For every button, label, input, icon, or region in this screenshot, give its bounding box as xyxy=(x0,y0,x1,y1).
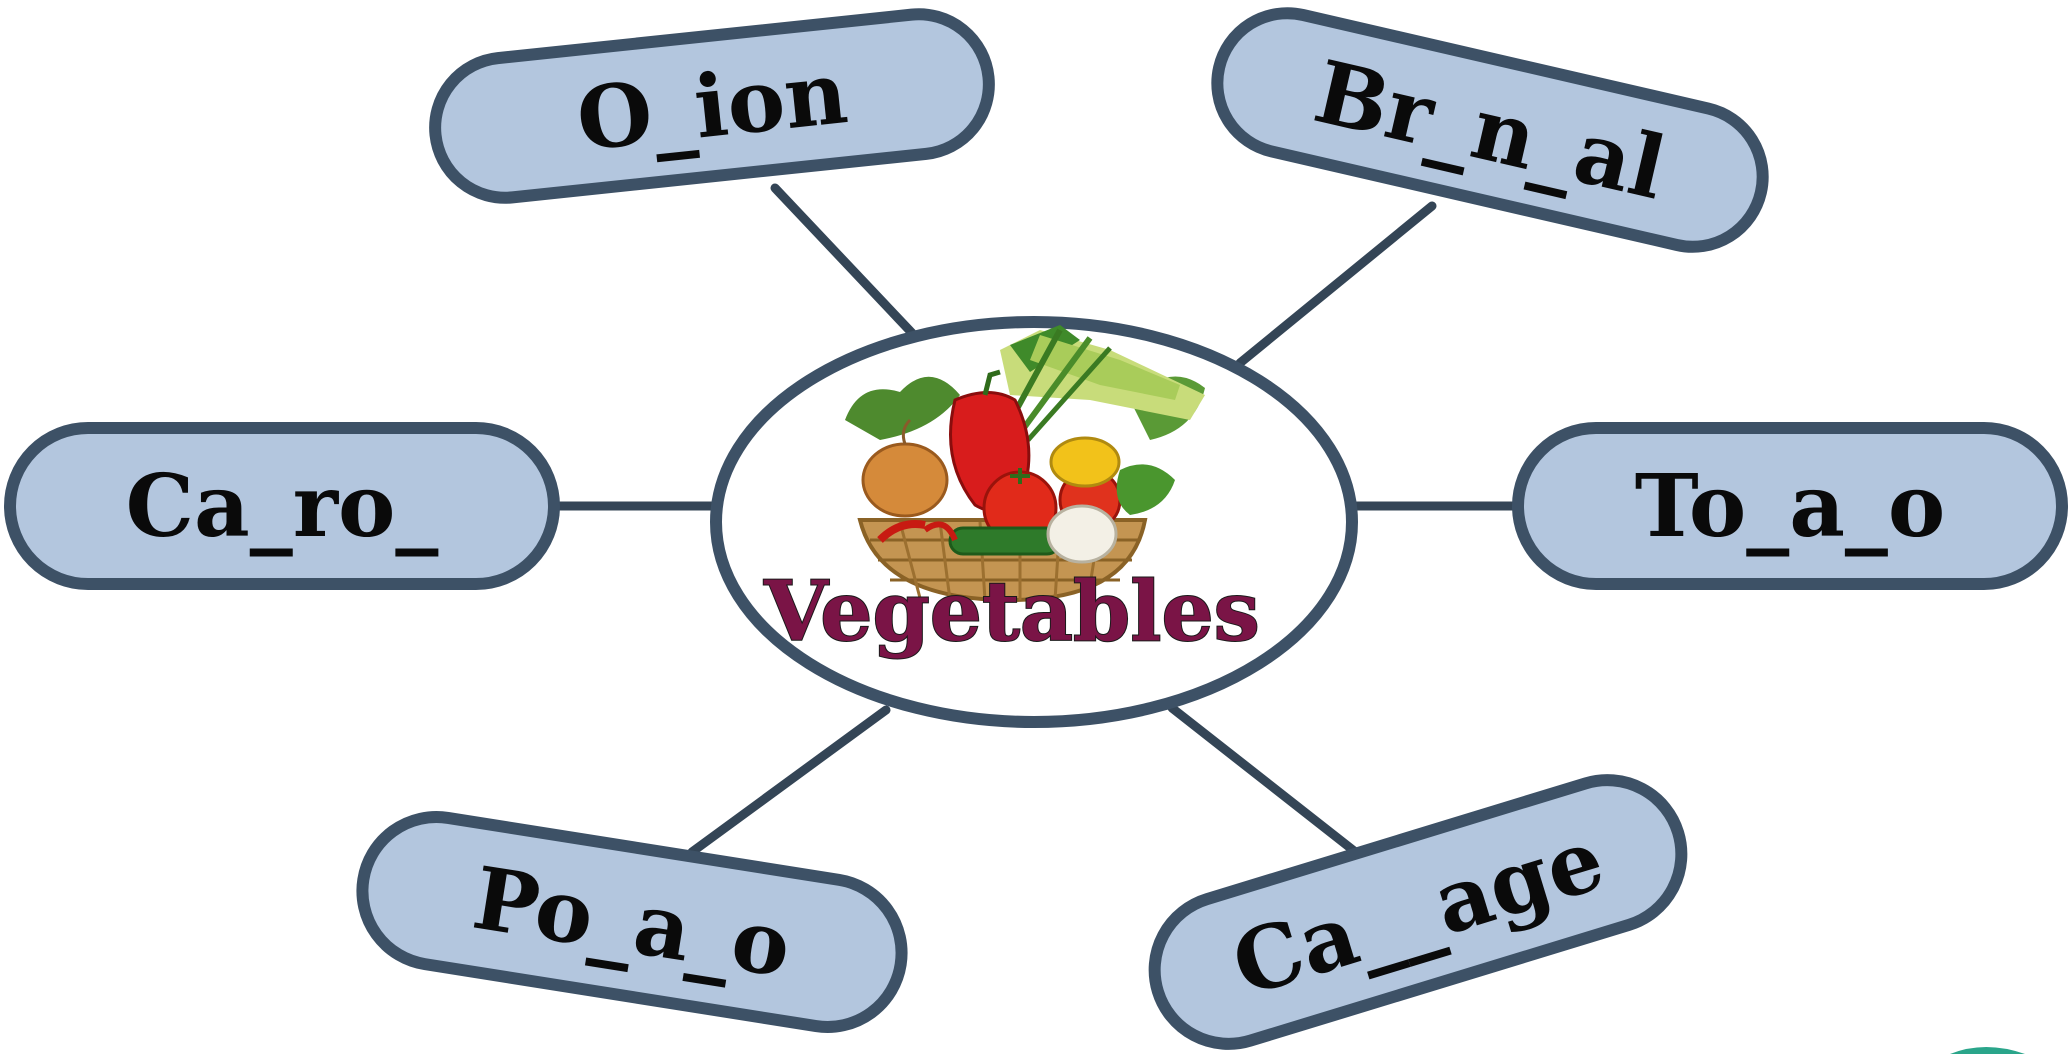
center-label: Vegetables xyxy=(763,564,1260,660)
node-pill xyxy=(1148,774,1688,1050)
node-tomato[interactable]: To_a_o xyxy=(1512,422,2068,590)
connector-potato xyxy=(687,705,891,857)
node-label: Ca_ro_ xyxy=(126,456,439,557)
connector-brinjal xyxy=(1235,201,1437,368)
node-pill xyxy=(429,8,995,204)
corner-accent xyxy=(1950,1047,2025,1054)
connector-onion xyxy=(770,183,917,338)
node-potato[interactable]: Po_a_o xyxy=(352,806,912,1037)
node-pill xyxy=(4,422,560,590)
node-pill xyxy=(1512,422,2068,590)
node-cabbage[interactable]: Ca__age xyxy=(1136,762,1700,1054)
node-pill xyxy=(356,811,908,1033)
node-brinjal[interactable]: Br_n_al xyxy=(1203,0,1776,261)
connector-cabbage xyxy=(1167,703,1363,859)
node-label: To_a_o xyxy=(1635,456,1946,557)
node-onion[interactable]: O_ion xyxy=(428,7,996,204)
node-carrot[interactable]: Ca_ro_ xyxy=(4,422,560,590)
center-node: Vegetables xyxy=(710,316,1358,728)
vegetable-basket-icon xyxy=(845,325,1205,603)
connectors xyxy=(551,183,1525,859)
